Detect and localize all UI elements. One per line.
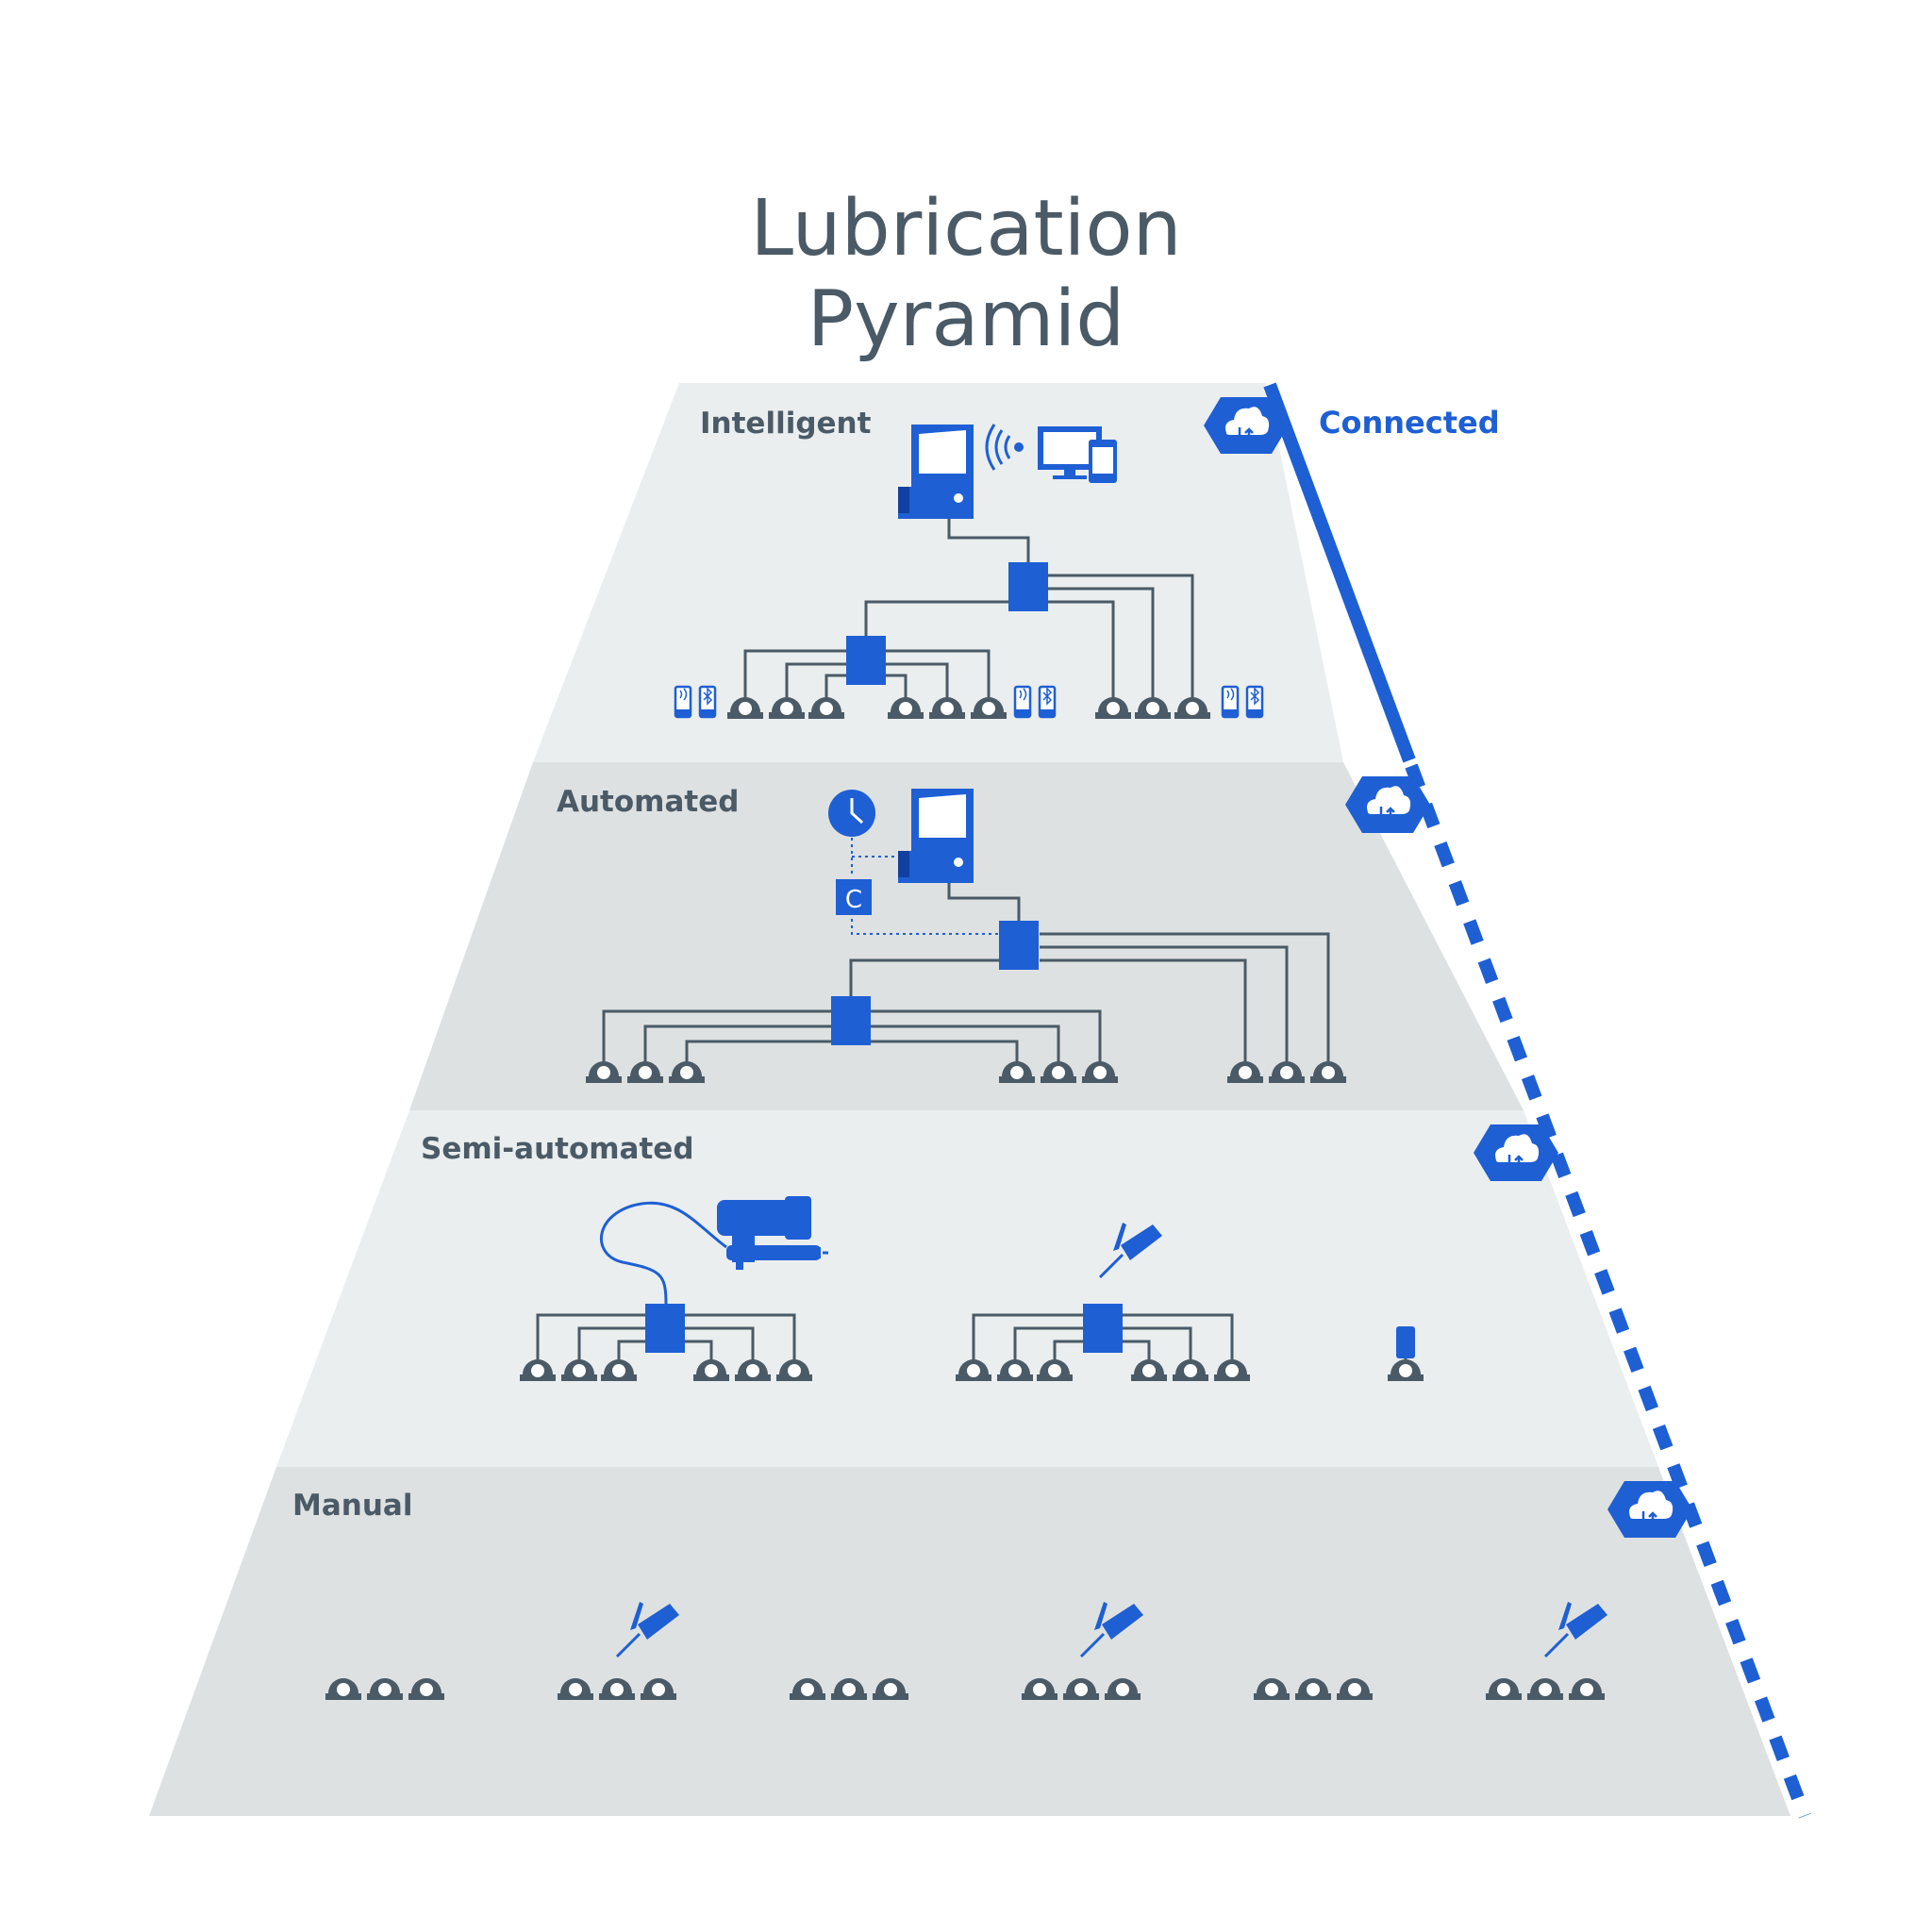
tier-label-intelligent: Intelligent bbox=[700, 407, 872, 441]
intelligent-system bbox=[674, 424, 1264, 719]
connected-line bbox=[1263, 382, 1811, 1819]
page-title: Lubrication Pyramid bbox=[0, 184, 1932, 365]
automated-system: C bbox=[586, 789, 1346, 1083]
tier-label-semi-automated: Semi-automated bbox=[421, 1132, 694, 1166]
distributor-block-icon bbox=[645, 1304, 685, 1353]
distributor-block-icon bbox=[1008, 562, 1048, 611]
cloud-sync-icon bbox=[1606, 1479, 1694, 1540]
bearing-group bbox=[325, 1678, 444, 1700]
distributor-block-icon bbox=[1083, 1304, 1123, 1353]
cloud-sync-icon bbox=[1343, 774, 1432, 835]
grease-hose bbox=[599, 1201, 727, 1305]
distributor-block-icon bbox=[999, 921, 1039, 970]
battery-grease-gun-icon bbox=[717, 1196, 828, 1270]
title-line-2: Pyramid bbox=[807, 275, 1125, 364]
cloud-sync-icon bbox=[1472, 1123, 1560, 1183]
bearing-group bbox=[1254, 1678, 1373, 1700]
distributor-block-icon bbox=[846, 636, 886, 685]
distributor-block-icon bbox=[831, 996, 871, 1045]
monitor-and-phone-icon bbox=[1038, 426, 1117, 483]
cloud-sync-icon bbox=[1202, 395, 1291, 456]
tier-label-manual: Manual bbox=[292, 1489, 412, 1523]
title-line-1: Lubrication bbox=[750, 184, 1182, 274]
tier-label-automated: Automated bbox=[557, 785, 739, 819]
bearing-group bbox=[790, 1678, 908, 1700]
timer-clock-icon bbox=[828, 790, 875, 837]
connected-label: Connected bbox=[1319, 405, 1500, 441]
tier-band-intelligent bbox=[533, 383, 1343, 762]
wireless-signal-icon bbox=[985, 424, 1024, 471]
semi-automated-system bbox=[520, 1196, 1424, 1381]
tier-band-manual bbox=[149, 1467, 1790, 1816]
controller-badge-label: C bbox=[845, 886, 862, 914]
controller-badge: C bbox=[836, 879, 872, 915]
